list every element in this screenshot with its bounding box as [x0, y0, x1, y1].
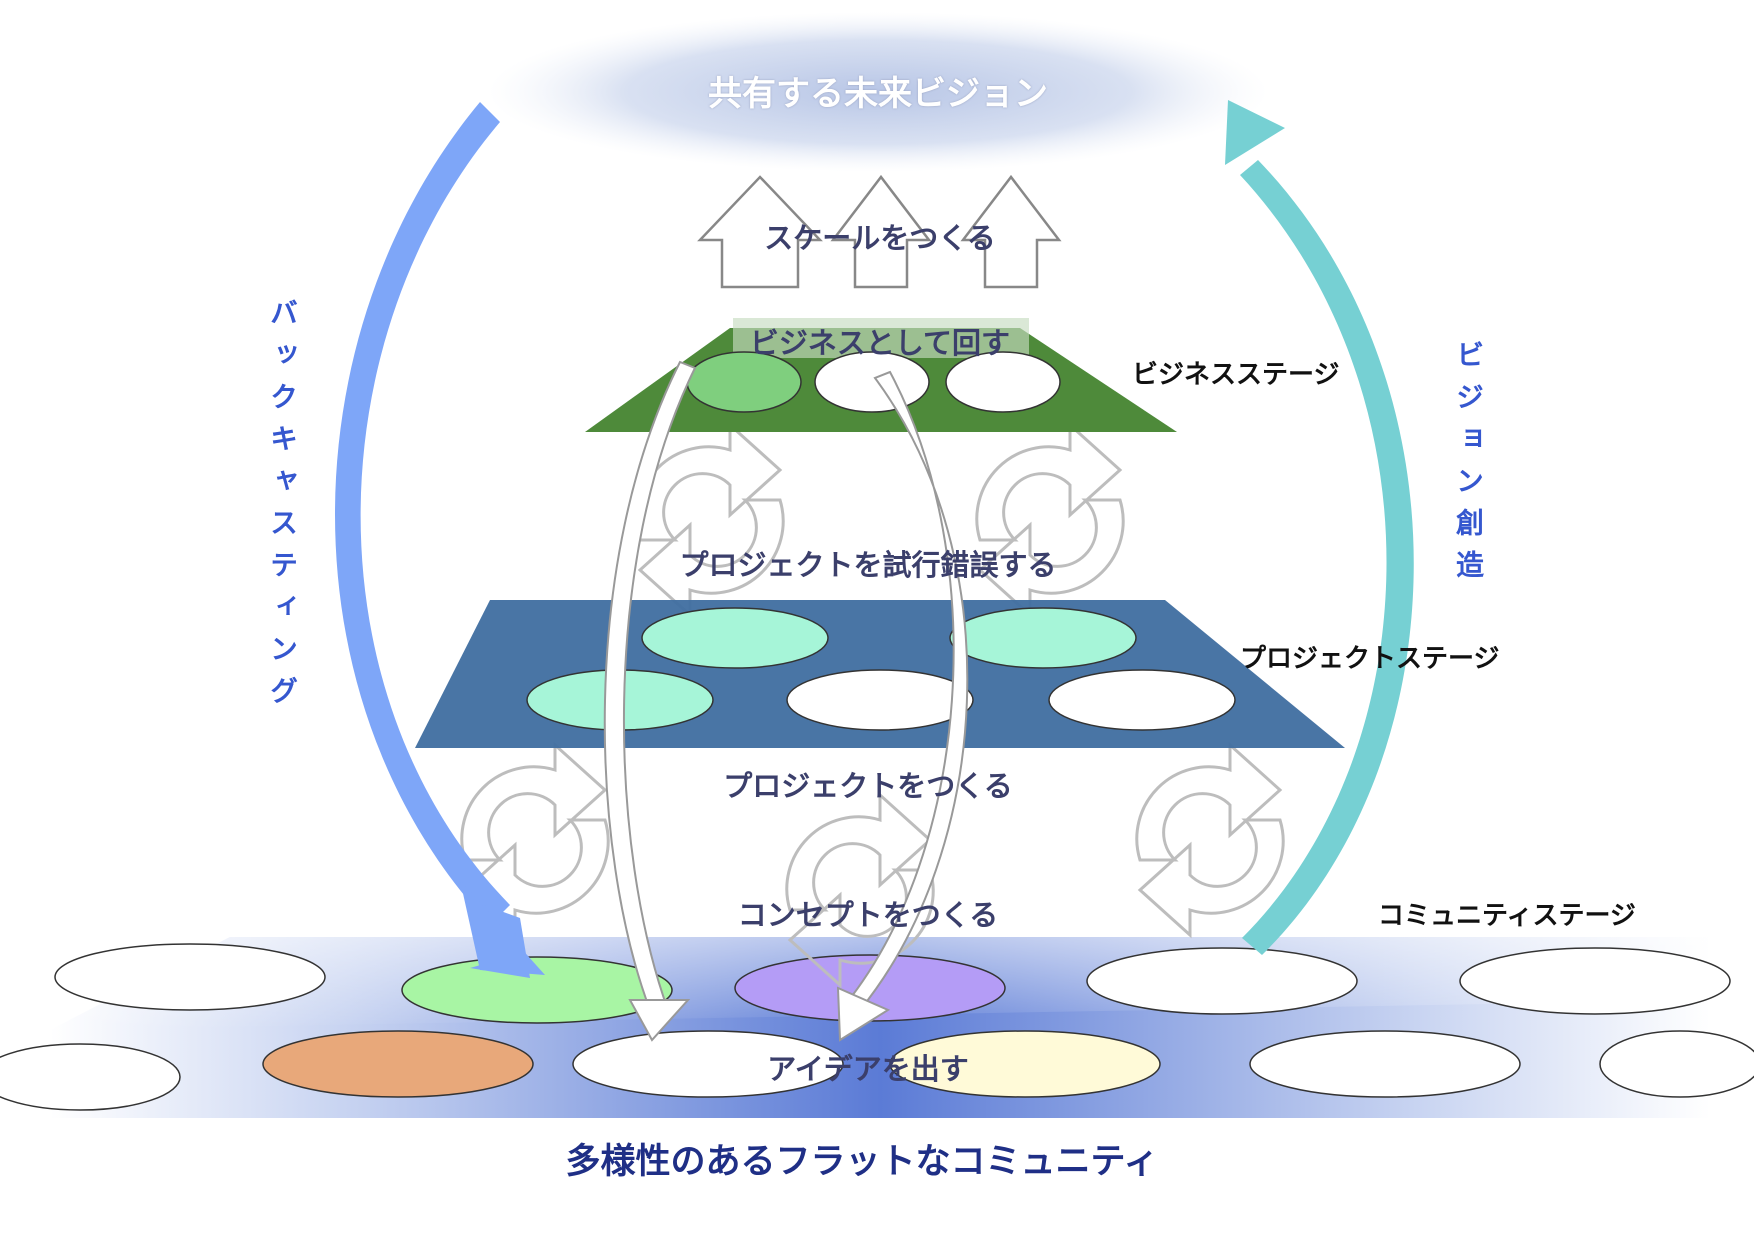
- stage-label-business: ビジネスステージ: [1132, 360, 1340, 390]
- vision-ellipse: [488, 12, 1268, 172]
- community-ellipse: [1086, 947, 1358, 1015]
- community-ellipse: [54, 943, 326, 1011]
- community-ellipse: [1599, 1030, 1754, 1098]
- side-label-vision: ビジョン創造: [1452, 340, 1485, 592]
- scale-arrows: [697, 174, 1062, 289]
- stage-label-community: コミュニティステージ: [1378, 901, 1636, 931]
- community-ellipse: [0, 1043, 181, 1111]
- backcasting-arrow: [335, 102, 545, 978]
- vision-arrow: [1225, 100, 1414, 955]
- stage-label-project: プロジェクトステージ: [1240, 644, 1500, 674]
- label-scale: スケールをつくる: [764, 221, 996, 255]
- community-ellipse: [1459, 947, 1731, 1015]
- community-ellipse: [889, 1030, 1161, 1098]
- community-caption: 多様性のあるフラットなコミュニティ: [565, 1142, 1159, 1182]
- vision-title: 共有する未来ビジョン: [708, 74, 1048, 114]
- side-label-backcasting: バックキャスティング: [266, 298, 299, 718]
- label-business: ビジネスとして回す: [749, 326, 1011, 360]
- community-ellipse: [572, 1030, 844, 1098]
- project-stage: [415, 600, 1345, 748]
- transition-arrows: [603, 360, 969, 1042]
- label-idea: アイデアを出す: [767, 1052, 969, 1086]
- label-concept: コンセプトをつくる: [737, 898, 999, 932]
- label-trial: プロジェクトを試行錯誤する: [679, 548, 1057, 582]
- community-ellipse: [262, 1030, 534, 1098]
- community-ellipse: [401, 956, 673, 1024]
- label-project: プロジェクトをつくる: [723, 769, 1013, 803]
- community-ellipse: [1249, 1030, 1521, 1098]
